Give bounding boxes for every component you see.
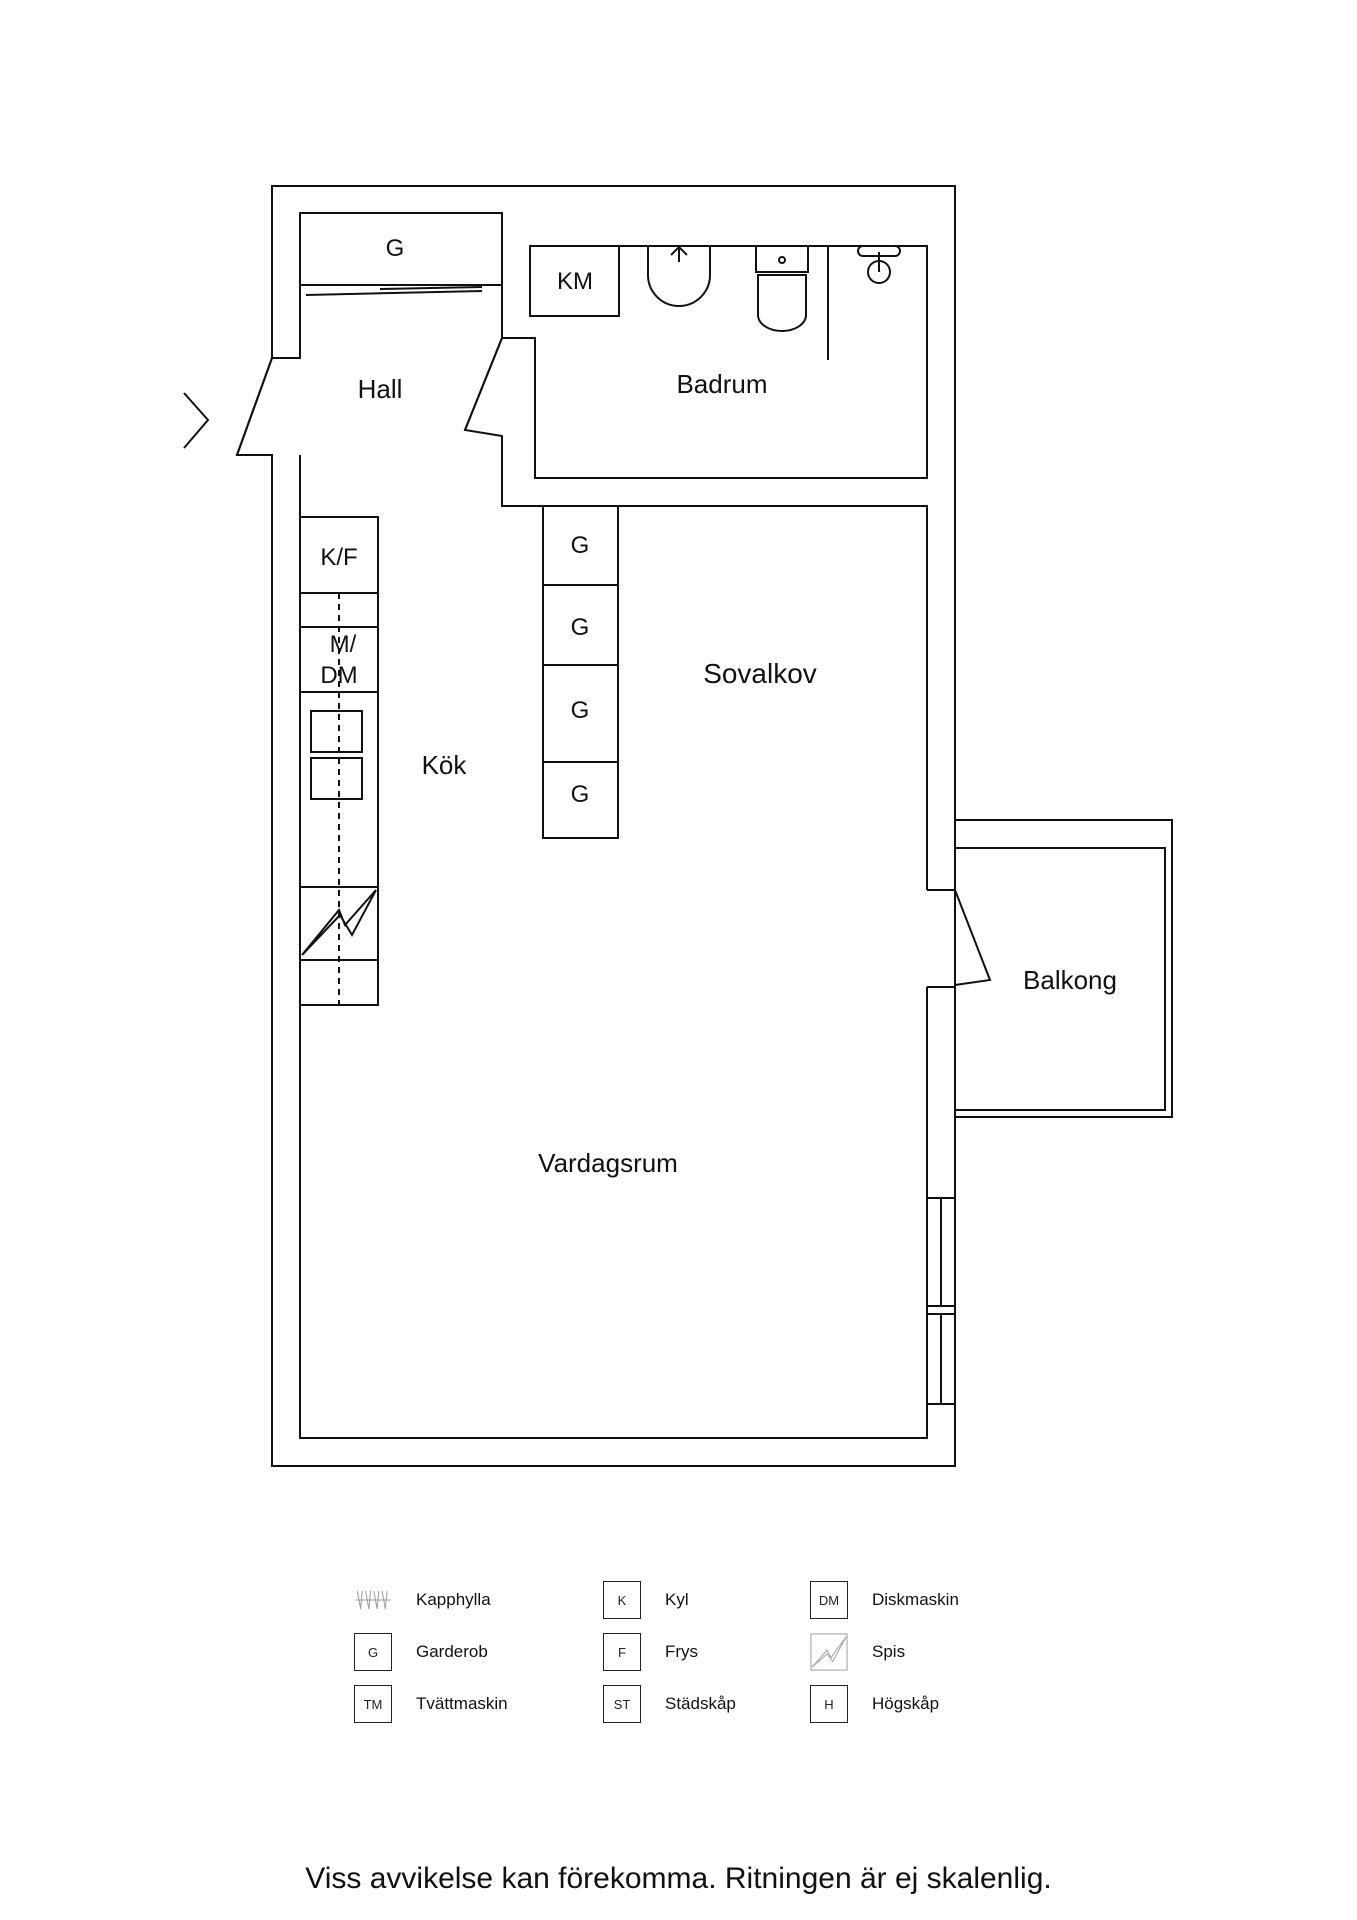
legend-label: Kyl xyxy=(665,1590,689,1609)
wall-jamb xyxy=(463,337,543,507)
legend-item: DM Diskmaskin xyxy=(810,1580,959,1620)
wardrobe-label: G xyxy=(571,697,590,724)
kapphylla-icon xyxy=(354,1581,392,1619)
wardrobe-label: G xyxy=(571,532,590,559)
legend-item: F Frys xyxy=(603,1632,698,1672)
wardrobe-label: G xyxy=(571,781,590,808)
legend-label: Spis xyxy=(872,1642,906,1661)
room-hall: Hall xyxy=(358,374,403,404)
legend-label: Frys xyxy=(665,1642,699,1661)
tvattmaskin-icon: TM xyxy=(354,1685,392,1723)
legend: Kapphylla G Garderob TM Tvättmaskin K Ky… xyxy=(0,1580,1357,1760)
legend-label: Kapphylla xyxy=(416,1590,491,1609)
hogskap-icon: H xyxy=(810,1685,848,1723)
legend-label: Högskåp xyxy=(872,1694,940,1713)
stadskap-icon: ST xyxy=(603,1685,641,1723)
toilet-bowl xyxy=(757,274,807,332)
balcony-door xyxy=(927,889,992,988)
hall-wardrobe xyxy=(299,212,503,286)
washer-box xyxy=(529,245,620,317)
balcony-inner xyxy=(954,847,1166,1111)
room-badrum: Badrum xyxy=(676,369,767,399)
entrance-arrow-icon xyxy=(183,392,210,449)
legend-item: K Kyl xyxy=(603,1580,689,1620)
legend-item: Kapphylla xyxy=(354,1580,491,1620)
stove-icon xyxy=(301,889,377,956)
room-vardagsrum: Vardagsrum xyxy=(538,1148,678,1178)
kyl-icon: K xyxy=(603,1581,641,1619)
legend-label: Tvättmaskin xyxy=(416,1694,508,1713)
floor-plan: G KM Hall Badrum K/F M/ DM G G G G Soval… xyxy=(183,185,1173,1467)
legend-item: TM Tvättmaskin xyxy=(354,1684,508,1724)
spis-icon xyxy=(810,1633,848,1671)
wardrobe-label: G xyxy=(571,614,590,641)
room-sovalkov: Sovalkov xyxy=(703,658,817,689)
inner-wall-right xyxy=(542,505,928,890)
hall-wardrobe-label: G xyxy=(386,235,405,262)
legend-label: Garderob xyxy=(416,1642,488,1661)
fridge-freezer-label: K/F xyxy=(320,544,357,571)
disclaimer: Viss avvikelse kan förekomma. Ritningen … xyxy=(305,1862,1052,1895)
legend-item: G Garderob xyxy=(354,1632,488,1672)
diskmaskin-icon: DM xyxy=(810,1581,848,1619)
micro-dish-label-1: M/ xyxy=(330,631,357,658)
legend-label: Städskåp xyxy=(665,1694,736,1713)
legend-label: Diskmaskin xyxy=(872,1590,959,1609)
inner-wall-left2 xyxy=(299,455,928,1439)
garderob-icon: G xyxy=(354,1633,392,1671)
shower-icon xyxy=(647,246,711,307)
inner-wall-left xyxy=(272,213,301,359)
frys-icon: F xyxy=(603,1633,641,1671)
legend-item: H Högskåp xyxy=(810,1684,939,1724)
legend-item: ST Städskåp xyxy=(603,1684,736,1724)
hob-zone xyxy=(310,710,363,753)
legend-item: Spis xyxy=(810,1632,905,1672)
micro-dish-label-2: DM xyxy=(320,662,357,689)
washer-label: KM xyxy=(557,268,593,295)
room-kok: Kök xyxy=(422,750,468,780)
bath-door xyxy=(464,337,503,431)
room-balkong: Balkong xyxy=(1023,965,1117,995)
hob-zone xyxy=(310,757,363,800)
toilet-tank xyxy=(755,245,809,273)
